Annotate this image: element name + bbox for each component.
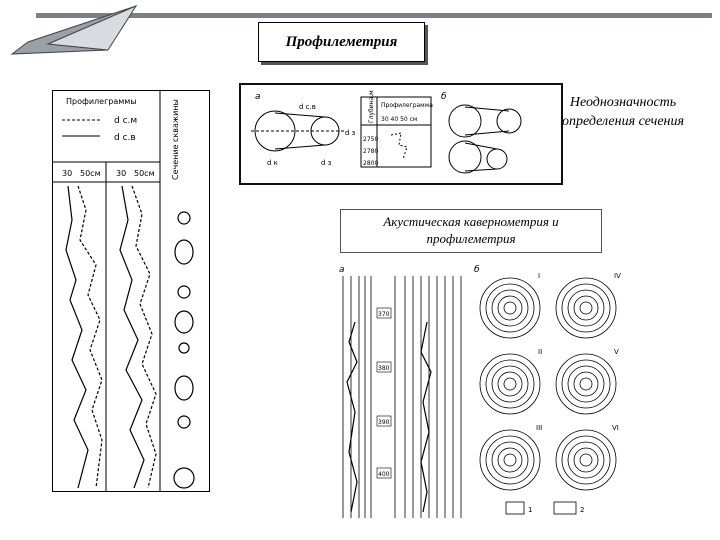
arrow-logo-icon (10, 4, 138, 55)
log-column-label: Сечение скважины (171, 99, 180, 180)
dim-bottom-right: d з (321, 159, 332, 167)
profile-panel-3 (479, 429, 541, 491)
depth-mark-380: 380 (378, 365, 390, 372)
log-header: Профилеграммы (66, 97, 137, 106)
dim-top: d с.в (299, 103, 316, 111)
legend-label-1: 1 (528, 506, 532, 514)
bottom-label-b: б (474, 265, 480, 275)
depth-2750: 2750 (363, 136, 378, 143)
profile-panel-1 (479, 277, 541, 339)
panel-label-v: V (614, 348, 619, 356)
acoustic-log-figure: a 370 380 390 400 (335, 262, 465, 522)
log-scale-b-2: 50см (134, 169, 155, 178)
panel-label-i: I (538, 272, 540, 280)
table-header-profile: Профилеграмма (381, 102, 433, 109)
slide-title: Профилеметрия (258, 22, 425, 62)
depth-mark-400: 400 (378, 471, 390, 478)
fig-label-b: б (441, 92, 447, 102)
panel-label-ii: II (538, 348, 542, 356)
table-scale: 30 40 50 см (381, 116, 417, 123)
top-divider-bar (36, 13, 712, 18)
profile-panel-2 (479, 353, 541, 415)
legend-swatch-2 (553, 501, 577, 515)
bottom-label-a: a (339, 265, 345, 275)
dim-bottom-left: d к (267, 159, 278, 167)
panel-label-vi: VI (612, 424, 619, 432)
profile-panel-5 (555, 353, 617, 415)
legend-swatch-1 (505, 501, 525, 515)
legend-label-2: 2 (580, 506, 584, 514)
depth-mark-390: 390 (378, 419, 390, 426)
panel-label-iii: III (536, 424, 542, 432)
depth-mark-370: 370 (378, 311, 390, 318)
log-legend-2: d с.в (114, 133, 136, 143)
profile-panel-4 (555, 277, 617, 339)
depth-2780: 2780 (363, 148, 378, 155)
circular-profiles-figure: б I IV II V III VI (470, 262, 628, 522)
log-scale-b-1: 30 (116, 169, 126, 178)
panel-label-iv: IV (614, 272, 621, 280)
log-scale-a-2: 50см (80, 169, 101, 178)
log-scale-a-1: 30 (62, 169, 72, 178)
profile-panel-6 (555, 429, 617, 491)
dim-side: d з (345, 129, 356, 137)
section-ambiguity-figure: a б d с.в d к d з d з Глубина,м Профилег… (239, 83, 563, 185)
ambiguity-annotation: Неоднозначность определения сечения (561, 95, 684, 129)
acoustic-annotation: Акустическая кавернометрия и профилеметр… (340, 209, 602, 253)
log-legend-1: d с.м (114, 116, 137, 126)
fig-label-a: a (255, 92, 261, 102)
borehole-section-shapes (173, 211, 195, 489)
profilogram-log-figure: Профилеграммы d с.м d с.в Сечение скважи… (52, 90, 210, 492)
depth-2800: 2800 (363, 160, 378, 167)
table-header-depth: Глубина,м (368, 90, 375, 123)
log-curves (65, 185, 157, 489)
